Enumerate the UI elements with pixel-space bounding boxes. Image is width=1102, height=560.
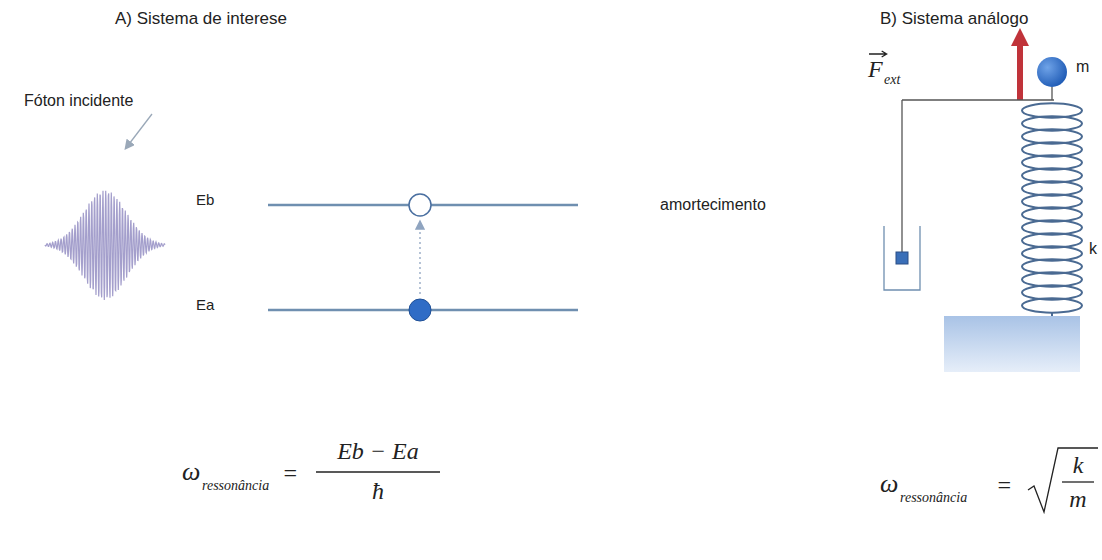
damper-cup xyxy=(884,226,920,290)
photon-wave xyxy=(45,191,165,300)
photon-label: Fóton incidente xyxy=(24,92,133,110)
formula-term: Eb − Ea xyxy=(337,438,419,464)
mass xyxy=(1037,57,1067,87)
radical xyxy=(1028,448,1098,512)
spring-label: k xyxy=(1089,240,1097,258)
damper-rod xyxy=(901,100,902,252)
fraction-bar xyxy=(1062,481,1094,482)
spring-coil xyxy=(1022,298,1082,312)
fraction-bar xyxy=(316,471,440,472)
damper-label: amortecimento xyxy=(660,196,766,214)
formula-term: ħ xyxy=(372,478,384,504)
bar xyxy=(902,99,1054,100)
formula-term: k xyxy=(1073,452,1084,478)
transition-arrow xyxy=(419,222,420,294)
level-label: Eb xyxy=(196,192,214,209)
electron xyxy=(409,299,431,321)
panel-title: A) Sistema de interese xyxy=(115,10,287,29)
base xyxy=(944,316,1080,372)
mass-label: m xyxy=(1076,58,1089,76)
formula-subscript: ressonância xyxy=(900,490,967,505)
force-label: F xyxy=(868,56,883,82)
damper-piston xyxy=(896,252,908,264)
formula-sign: = xyxy=(996,472,1012,498)
force-arrow xyxy=(1017,42,1023,100)
formula-symbol: ω xyxy=(880,470,898,499)
spring xyxy=(1022,103,1082,316)
empty-state xyxy=(409,194,431,216)
spring-coil xyxy=(1051,312,1053,316)
formula-term: m xyxy=(1069,486,1086,512)
level-label: Ea xyxy=(196,297,214,314)
bar xyxy=(1051,87,1052,100)
panel-title: B) Sistema análogo xyxy=(880,10,1028,29)
formula-sign: = xyxy=(282,460,298,486)
formula-symbol: ω xyxy=(182,458,200,487)
leader-line xyxy=(126,114,152,148)
formula-subscript: ressonância xyxy=(202,478,269,493)
force-subscript: ext xyxy=(884,72,900,87)
force-arrow xyxy=(1011,28,1029,46)
